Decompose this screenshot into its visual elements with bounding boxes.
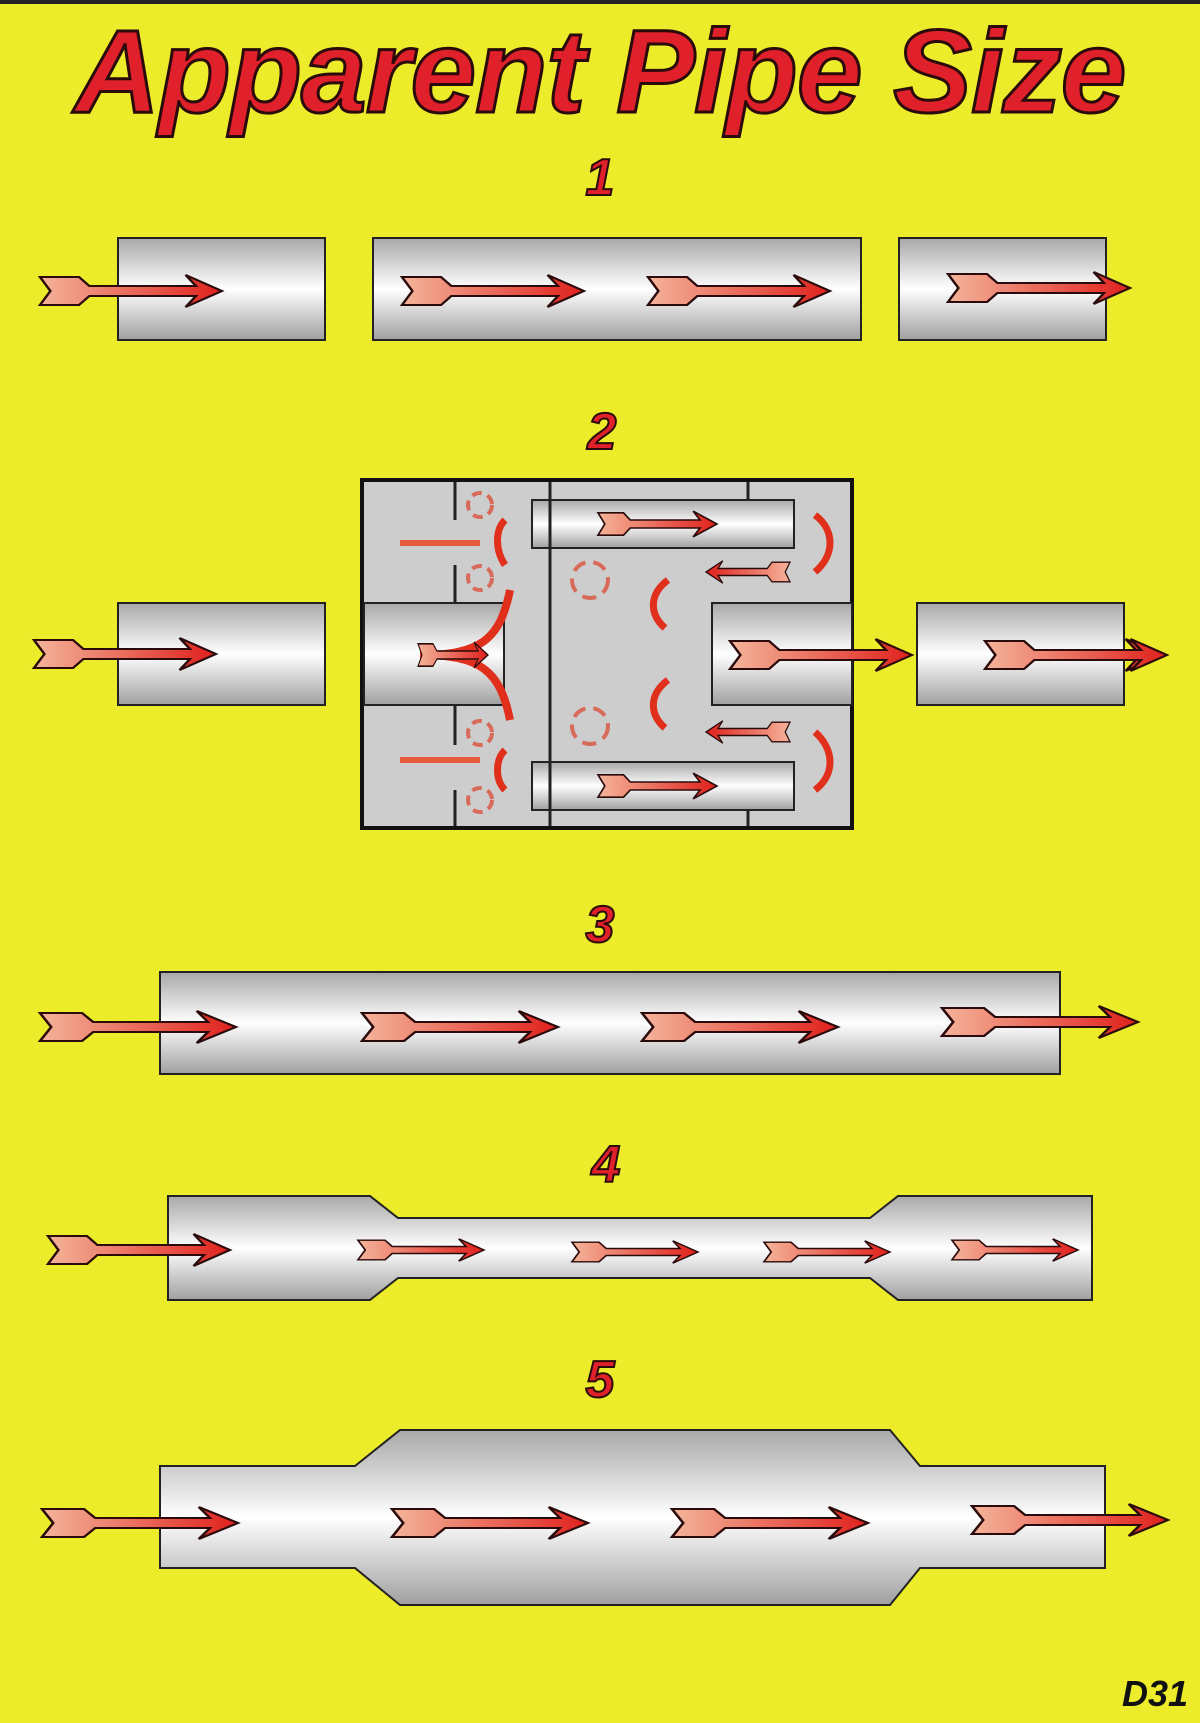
diagram-2-label: 2 (587, 402, 618, 462)
diagram-1 (38, 237, 1132, 341)
diagram-code: D31 (1121, 1673, 1188, 1714)
diagram-4 (46, 1195, 1093, 1301)
page-title: Apparent Pipe Size (73, 5, 1128, 140)
diagram-4-label: 4 (591, 1135, 622, 1195)
diagram-5-label: 5 (585, 1350, 616, 1410)
diagram-1-label: 1 (585, 148, 616, 208)
diagram-3 (38, 971, 1140, 1075)
diagram-2 (32, 478, 1169, 830)
diagram-3-label: 3 (585, 895, 616, 955)
diagram-5 (40, 1429, 1170, 1606)
top-border (0, 0, 1200, 4)
